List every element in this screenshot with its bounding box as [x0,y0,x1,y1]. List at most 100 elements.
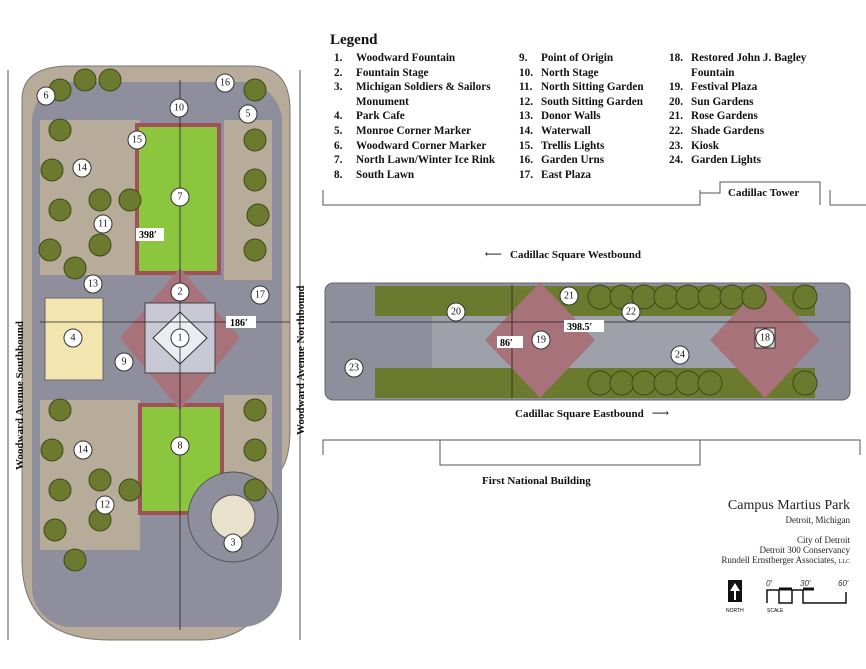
scale-bar [766,587,847,604]
legend-item-label: South Sitting Garden [541,95,643,108]
dimension-square-length: 398.5′ [567,322,593,333]
legend-item-number: 24. [669,154,683,167]
tree-icon [587,284,613,310]
legend-item: 11.North Sitting Garden [519,80,669,95]
legend-item-label: Point of Origin [541,52,614,64]
legend-item: 23. Kiosk [669,139,849,154]
org-designer-suffix: LLC [838,559,850,565]
legend-item-number: 1. [334,52,343,64]
legend-item: 19.Festival Plaza [669,80,849,95]
tree-icon [73,68,97,92]
tree-icon [88,468,112,492]
tree-icon [697,284,723,310]
legend-item: 3.Michigan Soldiers & Sailors Monument [334,80,519,109]
marker-number: 4 [71,333,76,344]
legend-item-label: Kiosk [691,139,719,152]
marker-number: 22 [626,307,636,318]
legend-item-label: North Sitting Garden [541,81,644,94]
legend-item: 24. Garden Lights [669,153,849,168]
legend-item-number: 20. [669,95,683,108]
marker-number: 6 [44,91,49,102]
tree-icon [792,370,818,396]
legend-item-number: 2. [334,66,343,79]
legend-item-number: 8. [334,168,343,181]
legend-item-label: Park Cafe [356,110,405,123]
marker-number: 7 [178,192,183,203]
scale-label: SCALE [767,608,784,614]
arrow-west-icon: ⟵ [485,247,502,261]
tree-icon [40,158,64,182]
project-location: Detroit, Michigan [785,515,851,525]
org-conservancy: Detroit 300 Conservancy [759,545,850,555]
marker-number: 13 [88,279,98,290]
org-city: City of Detroit [797,535,850,545]
marker-14: 14 [73,440,93,460]
legend-item-number: 15. [519,139,533,152]
tree-icon [43,518,67,542]
tree-icon [118,478,142,502]
legend-item-number: 9. [519,52,528,64]
tree-icon [40,438,64,462]
legend-item-label: Rose Gardens [691,110,758,123]
tree-icon [653,284,679,310]
street-woodward-northbound: Woodward Avenue Northbound [295,285,307,435]
marker-7: 7 [170,187,190,207]
tree-icon [653,370,679,396]
marker-number: 10 [174,103,184,114]
marker-18: 18 [755,328,775,348]
marker-number: 14 [78,445,88,456]
tree-icon [741,284,767,310]
legend-item-label: Waterwall [541,124,591,137]
legend-item-number: 21. [669,110,683,123]
marker-number: 2 [178,287,183,298]
legend-item-label: North Stage [541,66,599,79]
marker-5: 5 [238,104,258,124]
legend-item-label: Donor Walls [541,110,601,123]
tree-icon [48,478,72,502]
legend-item-number: 17. [519,168,533,181]
scale-tick-30: 30′ [800,579,811,588]
legend-item-number: 23. [669,139,683,152]
marker-8: 8 [170,436,190,456]
legend-item: 4.Park Cafe [334,109,519,124]
legend-item: 5.Monroe Corner Marker [334,124,519,139]
marker-14: 14 [72,158,92,178]
legend-item-number: 14. [519,124,533,137]
tree-icon [697,370,723,396]
tree-icon [719,284,745,310]
legend-title: Legend [330,32,378,48]
marker-number: 12 [100,500,110,511]
tree-icon [792,284,818,310]
marker-number: 16 [220,78,230,89]
legend-item: 22.Shade Gardens [669,124,849,139]
marker-6: 6 [36,86,56,106]
org-designer: Rundell Ernstberger Associates, [721,555,837,565]
marker-2: 2 [170,282,190,302]
dimension-square-width: 86′ [500,338,513,349]
tree-icon [609,370,635,396]
legend-item: 18.Restored John J. Bagley Fountain [669,51,849,80]
tree-icon [587,370,613,396]
legend-item: 15.Trellis Lights [519,139,669,154]
dimension-park-length: 398′ [139,230,157,241]
campus-martius-park-plan [21,65,291,641]
marker-number: 3 [231,538,236,549]
marker-number: 21 [564,291,574,302]
legend-item-label: Restored John J. Bagley Fountain [691,52,807,79]
marker-21: 21 [559,286,579,306]
marker-17: 17 [250,285,270,305]
legend-item-label: Woodward Corner Marker [356,139,487,152]
legend-item-label: Garden Urns [541,154,605,167]
legend-item-number: 3. [334,81,343,94]
marker-number: 14 [77,163,87,174]
tree-icon [675,284,701,310]
legend-item-number: 6. [334,139,343,152]
legend-item-label: Garden Lights [691,154,761,167]
legend-item: 13.Donor Walls [519,109,669,124]
legend-item-label: South Lawn [356,168,415,181]
marker-19: 19 [531,330,551,350]
tree-icon [48,118,72,142]
marker-number: 11 [98,219,108,230]
